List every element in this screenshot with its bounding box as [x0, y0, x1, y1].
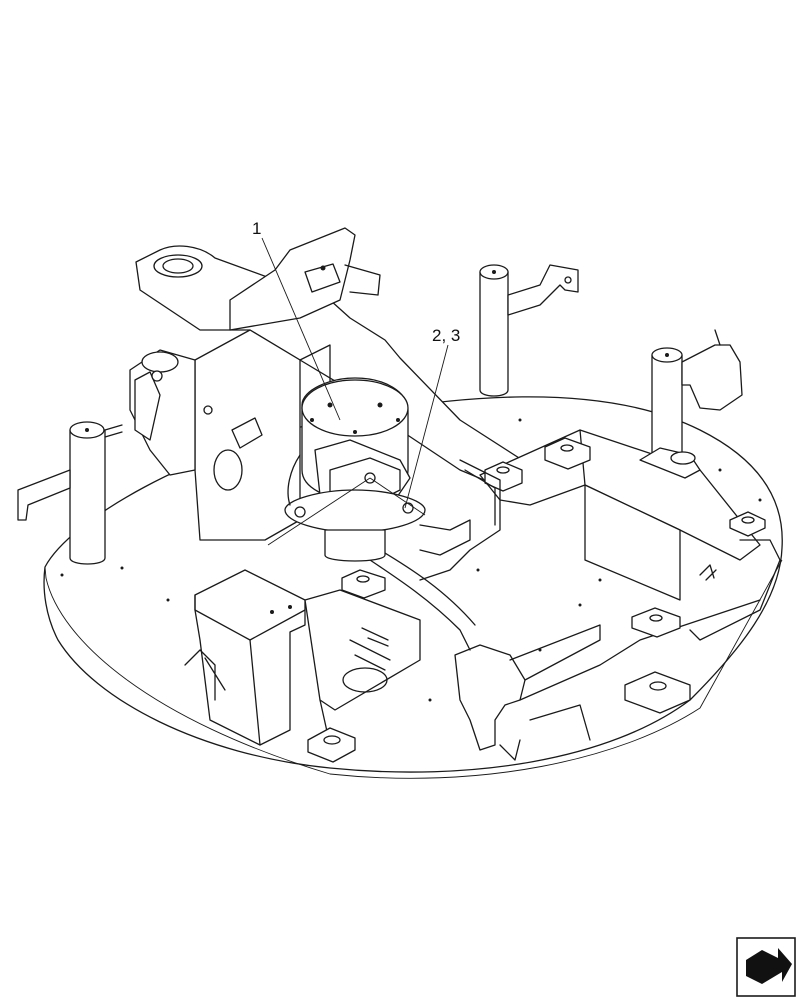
- rear-post: [479, 264, 579, 397]
- callout-1-label: 1: [252, 219, 261, 238]
- center-channel: [304, 589, 421, 756]
- callout-2-3-label: 2, 3: [432, 326, 460, 345]
- front-left-tower: [184, 569, 306, 746]
- fastener-dots: [60, 418, 762, 702]
- left-post: [17, 421, 123, 565]
- swing-motor: [284, 377, 471, 562]
- swing-bracket: [129, 349, 213, 476]
- mounting-pads: [307, 437, 766, 763]
- front-right-bracket: [454, 599, 761, 761]
- hose-lines: [369, 459, 501, 651]
- page-turn-arrow-icon[interactable]: [736, 937, 796, 997]
- boom-bracket: [135, 227, 541, 496]
- callout-leaders: [261, 237, 449, 546]
- right-post: [651, 329, 743, 467]
